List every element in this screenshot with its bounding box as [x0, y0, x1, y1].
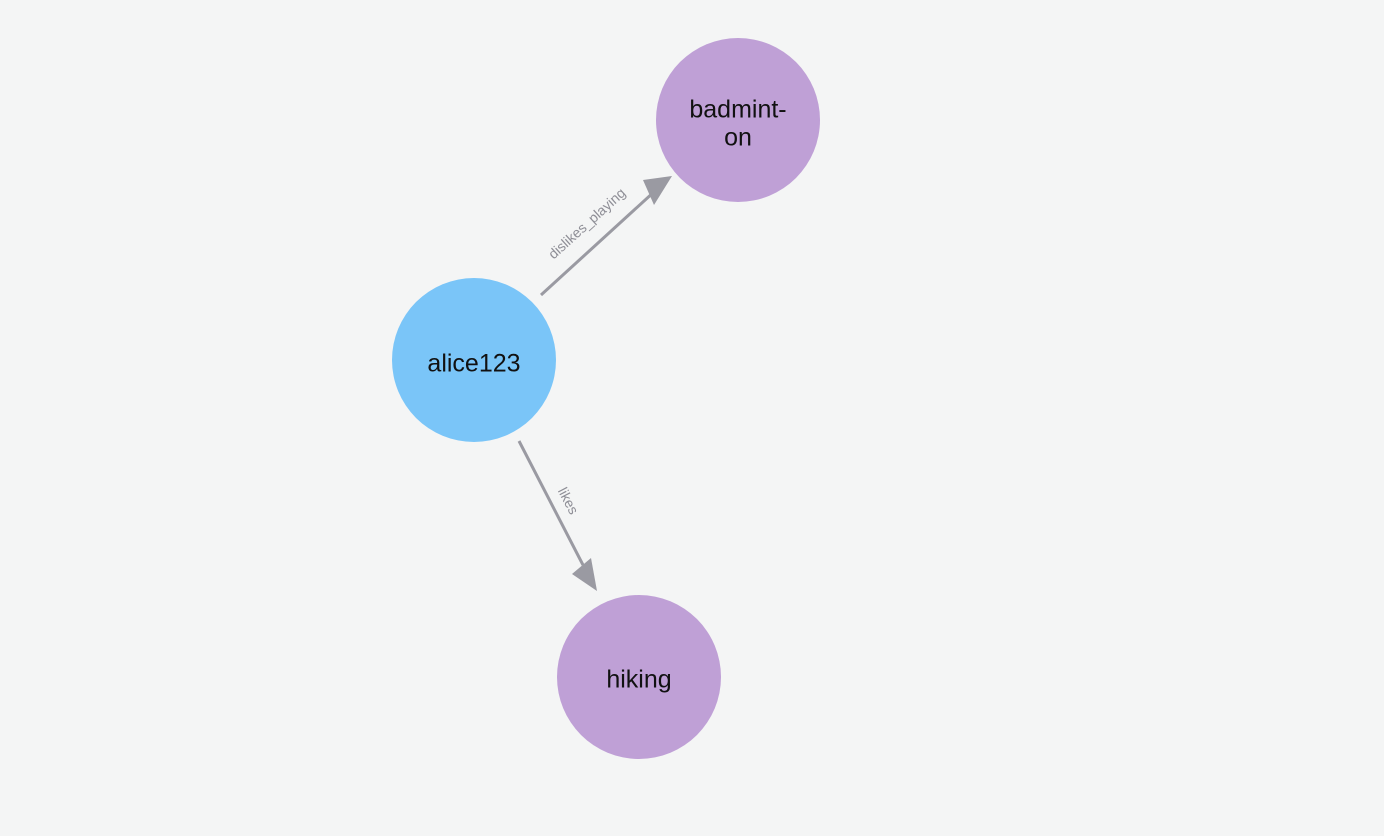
node-circle[interactable] [656, 38, 820, 202]
edge-label: likes [555, 485, 582, 517]
node-circle[interactable] [392, 278, 556, 442]
edge-alice123-badminton[interactable]: dislikes_playing [539, 176, 672, 297]
arrowhead-icon [572, 558, 597, 591]
arrowhead-icon [643, 176, 672, 205]
node-badminton[interactable]: badmint- on [656, 38, 820, 202]
node-alice123[interactable]: alice123 [392, 278, 556, 442]
node-hiking[interactable]: hiking [557, 595, 721, 759]
edge-label: dislikes_playing [545, 185, 629, 263]
node-layer: badmint- on alice123 hiking [392, 38, 820, 759]
edge-line [539, 189, 657, 297]
node-circle[interactable] [557, 595, 721, 759]
edge-line [517, 440, 585, 566]
edge-alice123-hiking[interactable]: likes [517, 440, 597, 591]
